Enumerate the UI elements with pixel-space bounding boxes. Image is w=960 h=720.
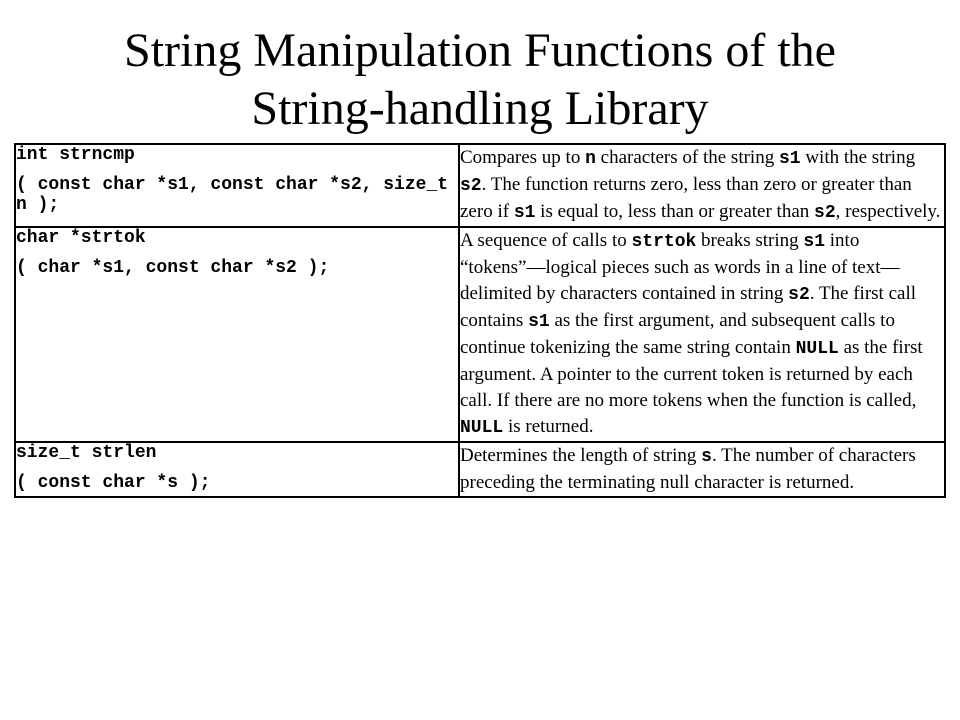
code-identifier: s1	[803, 232, 826, 252]
signature-cell: int strncmp ( const char *s1, const char…	[14, 143, 460, 228]
function-name: int strncmp	[16, 145, 135, 165]
function-name: size_t strlen	[16, 443, 157, 463]
description-text: Determines the length of string	[460, 445, 702, 466]
slide-title-line-1: String Manipulation Functions of the	[124, 24, 836, 77]
signature-cell: size_t strlen ( const char *s );	[14, 441, 460, 498]
description-text: , respectively.	[835, 201, 941, 222]
function-parameters: ( const char *s );	[16, 473, 211, 493]
code-identifier: s1	[528, 312, 550, 332]
table-row-strncmp: int strncmp ( const char *s1, const char…	[14, 143, 946, 228]
code-identifier: NULL	[795, 339, 839, 359]
description-text: is returned.	[503, 416, 594, 437]
code-identifier: s1	[513, 203, 536, 223]
signature-cell: char *strtok ( char *s1, const char *s2 …	[14, 226, 460, 443]
code-identifier: n	[585, 149, 596, 169]
code-identifier: s2	[460, 176, 482, 196]
code-identifier: s1	[778, 149, 801, 169]
function-name: char *strtok	[16, 228, 146, 248]
code-identifier: strtok	[631, 232, 697, 252]
description-text: breaks string	[696, 230, 804, 251]
code-identifier: s2	[788, 285, 810, 305]
code-identifier: s	[701, 447, 712, 467]
description-text: characters of the string	[595, 147, 779, 168]
description-text: as the first argument, and subsequent ca…	[460, 310, 895, 358]
description-text: as the first argument. A pointer to the …	[460, 337, 923, 411]
description-text: Compares up to	[460, 147, 586, 168]
description-text: . The function returns zero, less than z…	[460, 174, 912, 222]
description-text: is equal to, less than or greater than	[535, 201, 815, 222]
description-cell: A sequence of calls to strtok breaks str…	[458, 226, 946, 443]
table-row-strlen: size_t strlen ( const char *s ); Determi…	[14, 441, 946, 498]
description-text: with the string	[800, 147, 916, 168]
code-identifier: NULL	[460, 418, 504, 438]
description-text: . The first call contains	[460, 283, 917, 331]
code-identifier: s2	[814, 203, 836, 223]
slide-title: String Manipulation Functions of the Str…	[0, 22, 960, 138]
description-text: . The number of characters preceding the…	[460, 445, 916, 493]
description-cell: Determines the length of string s. The n…	[458, 441, 946, 498]
slide-title-line-2: String-handling Library	[251, 82, 709, 135]
function-table: int strncmp ( const char *s1, const char…	[14, 143, 946, 498]
description-cell: Compares up to n characters of the strin…	[458, 143, 946, 228]
description-text: A sequence of calls to	[460, 230, 632, 251]
function-parameters: ( char *s1, const char *s2 );	[16, 258, 330, 278]
table-row-strtok: char *strtok ( char *s1, const char *s2 …	[14, 226, 946, 443]
description-text: into “tokens”—logical pieces such as wor…	[460, 230, 900, 304]
function-parameters: ( const char *s1, const char *s2, size_t…	[16, 175, 449, 215]
